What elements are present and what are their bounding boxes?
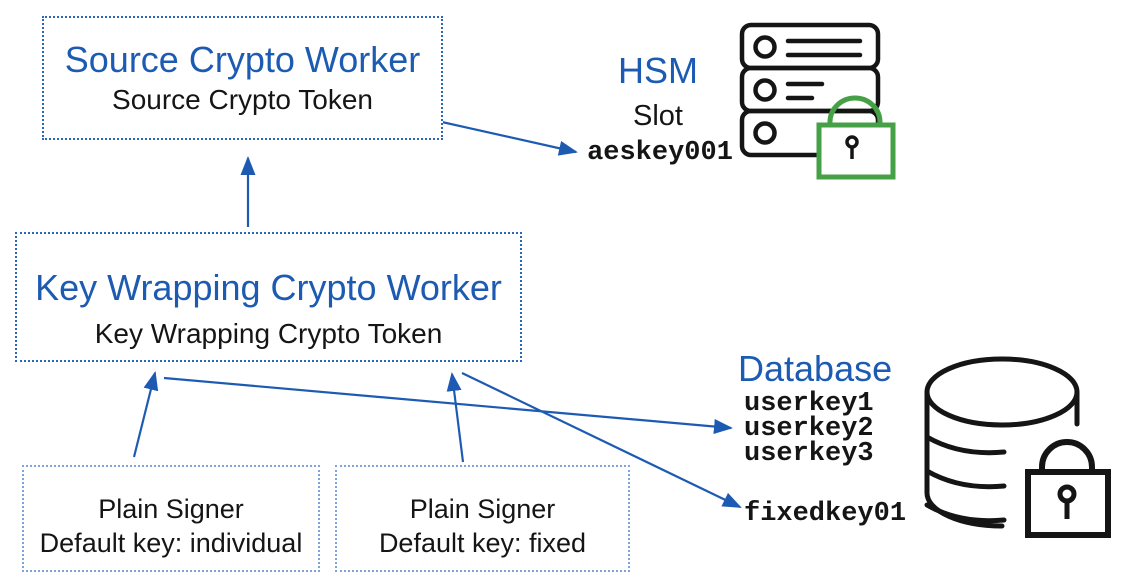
arrow-signer-fixed-to-keywrap xyxy=(446,372,465,463)
key-wrapping-crypto-worker-title: Key Wrapping Crypto Worker xyxy=(35,267,502,308)
hsm-key-name: aeskey001 xyxy=(587,138,733,168)
arrow-source-token-to-aeskey xyxy=(423,116,578,156)
database-key-userkey2: userkey2 xyxy=(744,414,874,444)
database-title: Database xyxy=(738,348,893,389)
database-icon xyxy=(924,356,1080,529)
database-key-userkey3: userkey3 xyxy=(744,439,874,469)
hsm-slot-label: Slot xyxy=(633,100,683,132)
arrow-signer-individual-to-keywrap xyxy=(132,371,159,458)
plain-signer-individual-title: Plain Signer xyxy=(98,494,244,524)
plain-signer-individual-default-key: Default key: individual xyxy=(39,528,303,558)
hsm-lock-icon xyxy=(816,95,896,180)
arrow-keywrap-to-userkeys xyxy=(163,376,733,434)
database-key-userkey1: userkey1 xyxy=(744,389,874,419)
plain-signer-fixed-box: Plain Signer Default key: fixed xyxy=(335,465,630,572)
plain-signer-fixed-title: Plain Signer xyxy=(409,494,556,524)
database-lock-icon xyxy=(1025,439,1111,538)
source-crypto-worker-title: Source Crypto Worker xyxy=(64,39,421,80)
key-wrapping-crypto-token-label: Key Wrapping Crypto Token xyxy=(94,318,443,349)
hsm-server-icon xyxy=(739,22,881,158)
plain-signer-individual-box: Plain Signer Default key: individual xyxy=(22,465,320,572)
key-wrapping-crypto-worker-box: Key Wrapping Crypto Worker Key Wrapping … xyxy=(15,232,522,362)
source-crypto-token-label: Source Crypto Token xyxy=(112,84,373,115)
hsm-title: HSM xyxy=(618,50,698,91)
source-crypto-worker-box: Source Crypto Worker Source Crypto Token xyxy=(42,16,443,140)
plain-signer-fixed-default-key: Default key: fixed xyxy=(378,528,587,558)
database-key-fixedkey01: fixedkey01 xyxy=(744,499,907,529)
